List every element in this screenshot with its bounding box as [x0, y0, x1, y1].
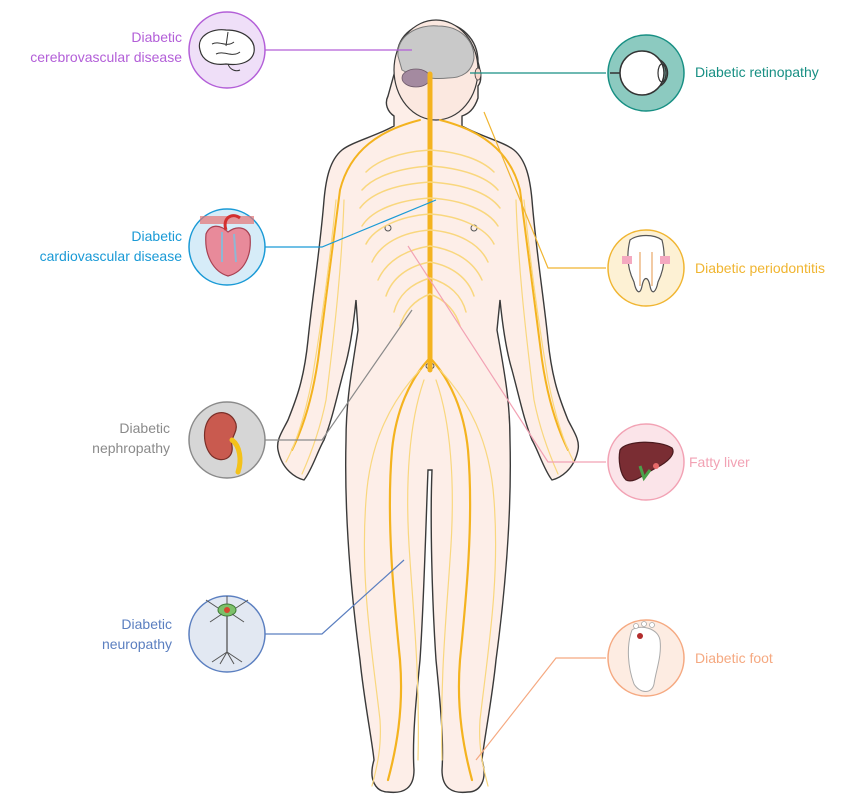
label-fatty-liver-line1: Fatty liver [689, 452, 750, 472]
label-cardiovascular-line1: Diabetic [40, 226, 182, 246]
label-foot: Diabetic foot [695, 648, 773, 668]
label-retinopathy: Diabetic retinopathy [695, 62, 819, 82]
eye-icon [608, 35, 684, 111]
neuron-icon [189, 596, 265, 672]
label-neuropathy: Diabetic neuropathy [102, 614, 172, 654]
label-retinopathy-line1: Diabetic retinopathy [695, 62, 819, 82]
label-fatty-liver: Fatty liver [689, 452, 750, 472]
brain-icon [189, 12, 265, 88]
foot-icon [608, 620, 684, 696]
label-cardiovascular-line2: cardiovascular disease [40, 246, 182, 266]
heart-icon [189, 209, 265, 285]
label-periodontitis-line1: Diabetic periodontitis [695, 258, 825, 278]
ear [475, 68, 481, 80]
connector-foot [476, 658, 606, 760]
kidney-icon [189, 402, 265, 478]
label-nephropathy-line2: nephropathy [92, 438, 170, 458]
label-periodontitis: Diabetic periodontitis [695, 258, 825, 278]
label-cardiovascular: Diabetic cardiovascular disease [40, 226, 182, 266]
cerebellum [402, 69, 430, 87]
label-cerebrovascular-line2: cerebrovascular disease [30, 47, 182, 67]
label-cerebrovascular: Diabetic cerebrovascular disease [30, 27, 182, 67]
label-neuropathy-line2: neuropathy [102, 634, 172, 654]
tooth-icon [608, 230, 684, 306]
label-foot-line1: Diabetic foot [695, 648, 773, 668]
liver-icon [608, 424, 684, 500]
label-nephropathy: Diabetic nephropathy [92, 418, 170, 458]
label-neuropathy-line1: Diabetic [102, 614, 172, 634]
label-nephropathy-line1: Diabetic [92, 418, 170, 438]
label-cerebrovascular-line1: Diabetic [30, 27, 182, 47]
